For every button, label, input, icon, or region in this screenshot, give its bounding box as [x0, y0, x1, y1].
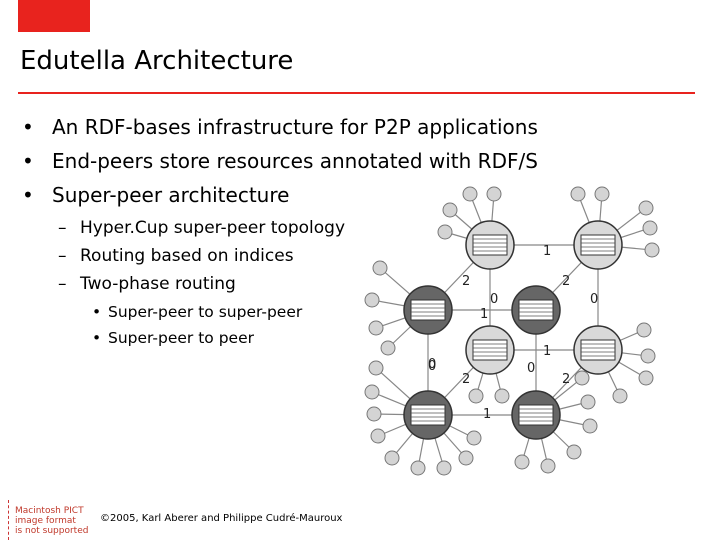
peer-node — [644, 242, 660, 258]
edge-dimension-label: 0 — [428, 359, 436, 374]
peer-node — [468, 388, 484, 404]
slide-title: Edutella Architecture — [20, 46, 294, 76]
super-peer-node — [465, 220, 515, 270]
peer-node — [494, 388, 510, 404]
super-peer-node — [403, 390, 453, 440]
peer-node — [594, 186, 610, 202]
peer-node — [638, 370, 654, 386]
edge-dimension-label: 1 — [483, 407, 491, 422]
edge-dimension-label: 2 — [562, 274, 570, 289]
super-peer-node — [573, 325, 623, 375]
super-peer-node — [511, 285, 561, 335]
edge-dimension-label: 1 — [543, 344, 551, 359]
peer-node — [640, 348, 656, 364]
peer-node — [486, 186, 502, 202]
peer-node — [582, 418, 598, 434]
unsupported-image-placeholder: Macintosh PICT image format is not suppo… — [8, 500, 89, 540]
peer-node — [612, 388, 628, 404]
peer-node — [642, 220, 658, 236]
peer-node — [566, 444, 582, 460]
peer-node — [442, 202, 458, 218]
peer-node — [380, 340, 396, 356]
edge-dimension-label: 0 — [428, 357, 436, 372]
copyright-footer: ©2005, Karl Aberer and Philippe Cudré-Ma… — [100, 513, 343, 524]
peer-node — [466, 430, 482, 446]
edge-dimension-label: 2 — [462, 372, 470, 387]
peer-node — [366, 406, 382, 422]
peer-node — [574, 370, 590, 386]
edge-dimension-label: 2 — [462, 274, 470, 289]
edge-dimension-label: 1 — [543, 244, 551, 259]
edge-dimension-label: 0 — [590, 292, 598, 307]
peer-node — [462, 186, 478, 202]
peer-node — [436, 460, 452, 476]
peer-node — [458, 450, 474, 466]
peer-node — [570, 186, 586, 202]
peer-node — [372, 260, 388, 276]
super-peer-node — [573, 220, 623, 270]
peer-node — [580, 394, 596, 410]
peer-node — [437, 224, 453, 240]
super-peer-node — [465, 325, 515, 375]
peer-node — [540, 458, 556, 474]
peer-node — [638, 200, 654, 216]
edge-dimension-label: 2 — [562, 372, 570, 387]
peer-node — [370, 428, 386, 444]
title-accent-block — [18, 0, 90, 32]
peer-node — [364, 292, 380, 308]
edge-dimension-label: 0 — [527, 361, 535, 376]
title-underline — [18, 92, 695, 94]
peer-node — [364, 384, 380, 400]
peer-node — [636, 322, 652, 338]
peer-node — [514, 454, 530, 470]
edge-dimension-label: 0 — [490, 292, 498, 307]
peer-node — [384, 450, 400, 466]
peer-node — [368, 320, 384, 336]
edge-dimension-label: 1 — [480, 307, 488, 322]
peer-node — [368, 360, 384, 376]
peer-node — [410, 460, 426, 476]
super-peer-node — [403, 285, 453, 335]
super-peer-node — [511, 390, 561, 440]
